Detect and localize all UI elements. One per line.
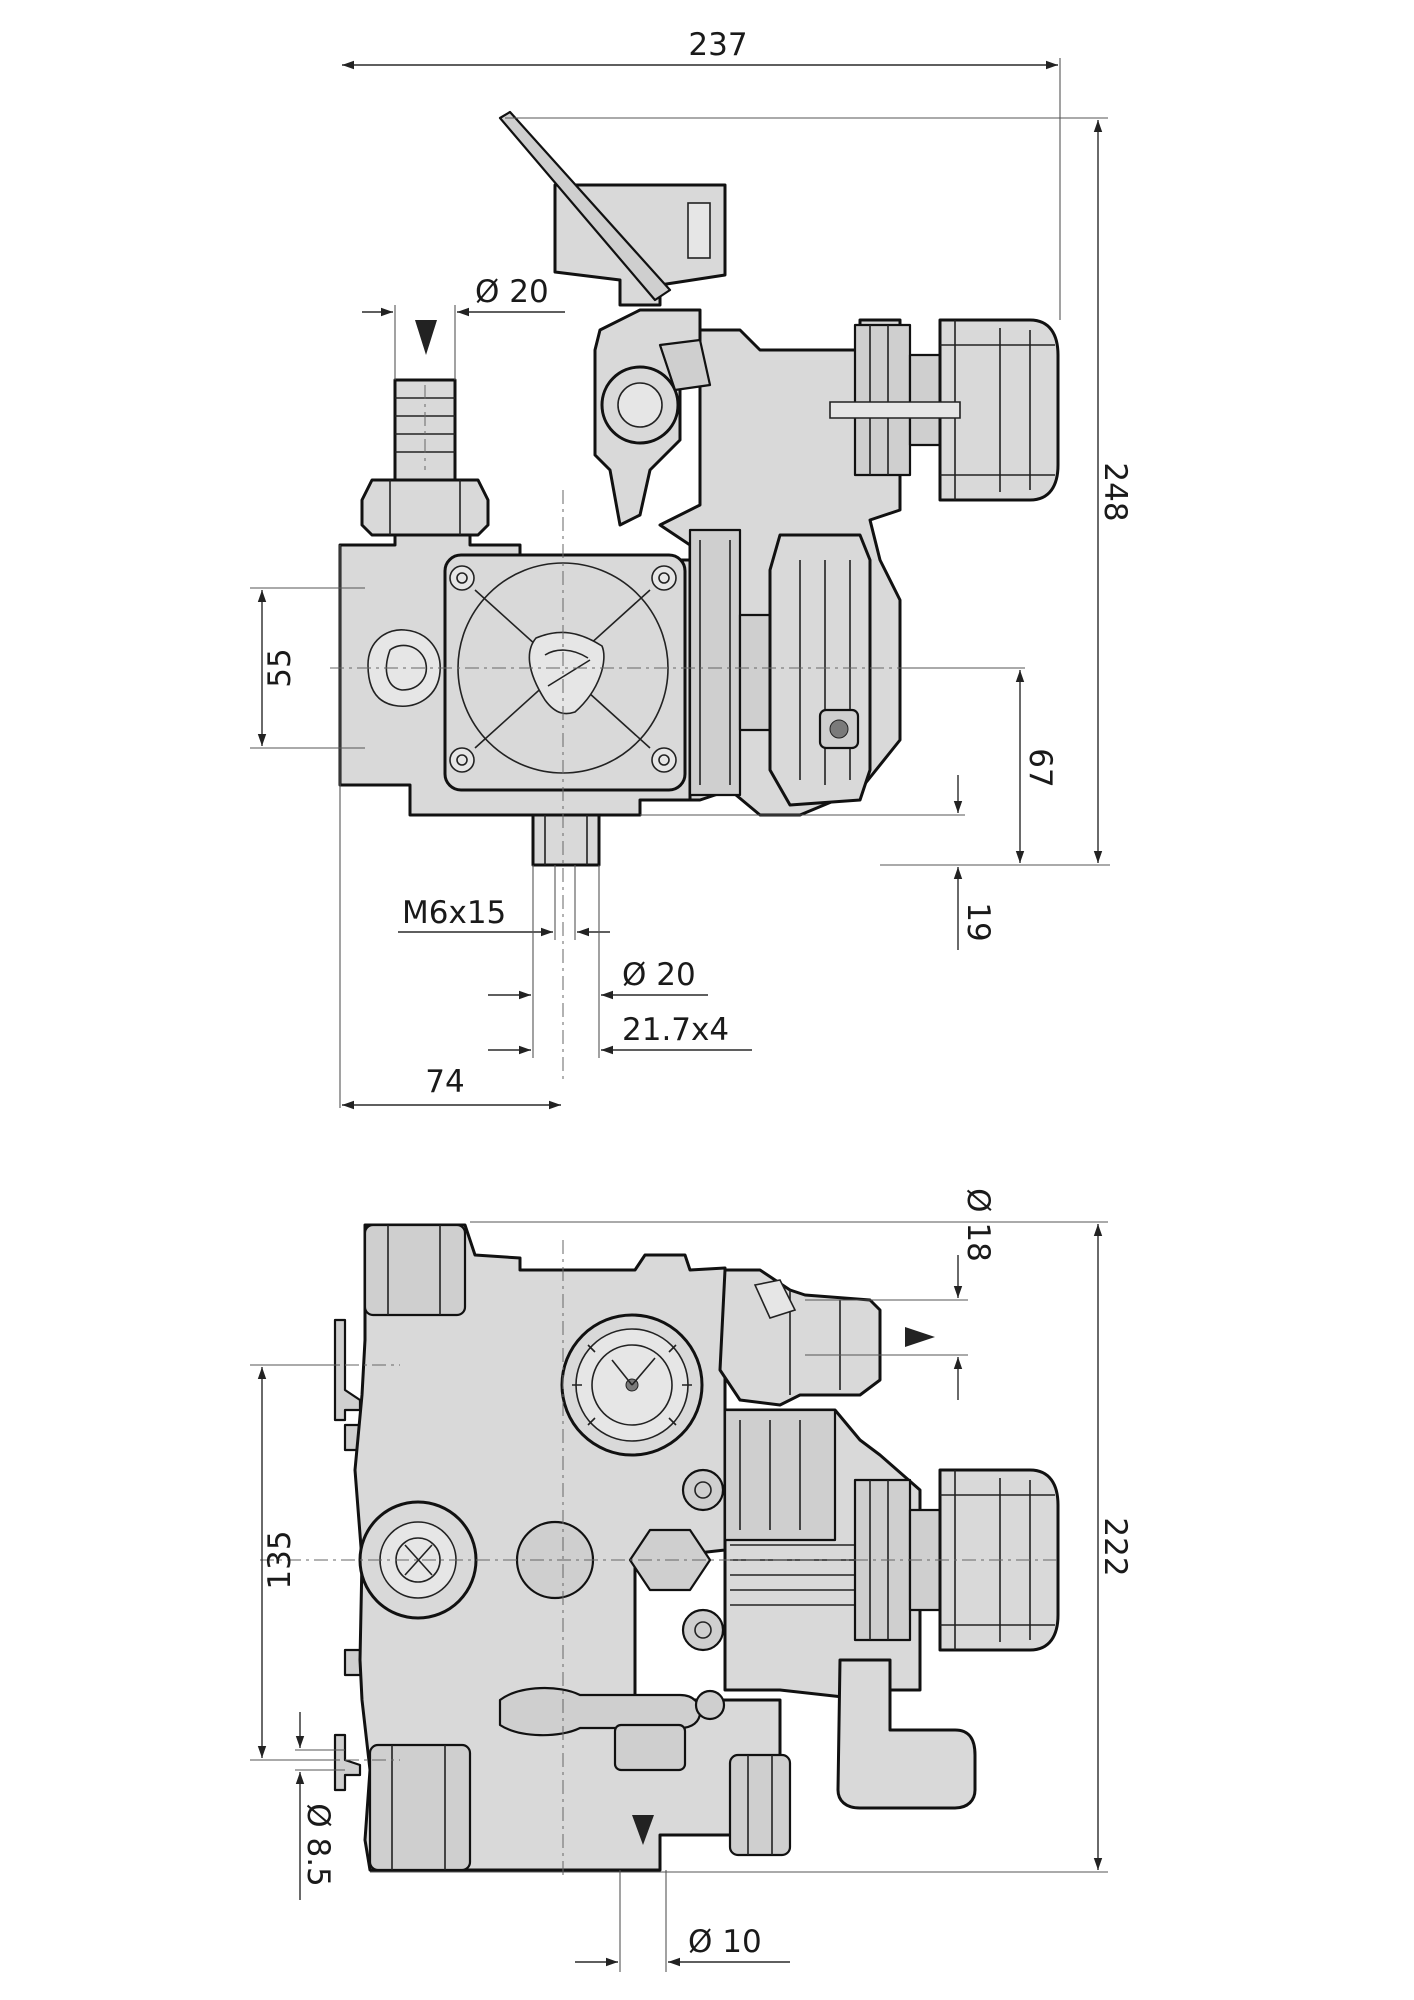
dim-overall-height: 248	[505, 117, 1133, 866]
top-view-pump-body	[338, 110, 1060, 867]
dim-key: 21.7x4	[488, 1012, 752, 1055]
dim-thread: M6x15	[398, 865, 610, 940]
dim-label-67: 67	[1022, 748, 1058, 787]
dim-label-thread: M6x15	[402, 895, 506, 931]
dim-label-inlet-dia: Ø 20	[475, 274, 549, 310]
dim-shaft-height: 67	[900, 667, 1058, 863]
dim-shaft-diameter: Ø 20	[488, 865, 708, 1058]
dim-overall-width: 237	[339, 27, 1061, 1108]
dim-label-74: 74	[425, 1064, 464, 1100]
top-view: 237 248 Ø 20 55 67	[250, 27, 1133, 1110]
dim-label-outlet-dia: Ø 18	[960, 1188, 996, 1262]
dim-mount-spacing: 135	[250, 1364, 340, 1761]
dim-label-237: 237	[688, 27, 747, 63]
dim-label-55: 55	[262, 648, 298, 687]
dim-label-key: 21.7x4	[622, 1012, 729, 1048]
dim-drain-diameter: Ø 10	[575, 1870, 790, 1972]
dim-label-drain-dia: Ø 10	[688, 1924, 762, 1960]
dim-shaft-offset-left: 74	[342, 1064, 561, 1110]
dim-port-spacing: 55	[250, 587, 365, 749]
dim-inlet-diameter: Ø 20	[362, 274, 565, 380]
dim-label-135: 135	[262, 1530, 298, 1589]
bottom-view: Ø 18 222 135 Ø 8.5	[250, 1188, 1133, 1972]
dim-label-222: 222	[1097, 1517, 1133, 1576]
dim-label-248: 248	[1097, 462, 1133, 521]
dim-outlet-diameter: Ø 18	[805, 1188, 996, 1400]
dim-bottom-overall-height: 222	[370, 1221, 1133, 1873]
bottom-view-pump-body	[333, 1223, 1060, 1872]
dim-label-19: 19	[960, 902, 996, 941]
dim-shaft-offset-bottom: 19	[640, 775, 996, 950]
dim-label-mount-hole-dia: Ø 8.5	[300, 1803, 336, 1887]
dim-mount-hole-diameter: Ø 8.5	[295, 1712, 345, 1900]
dim-label-shaft-dia: Ø 20	[622, 957, 696, 993]
